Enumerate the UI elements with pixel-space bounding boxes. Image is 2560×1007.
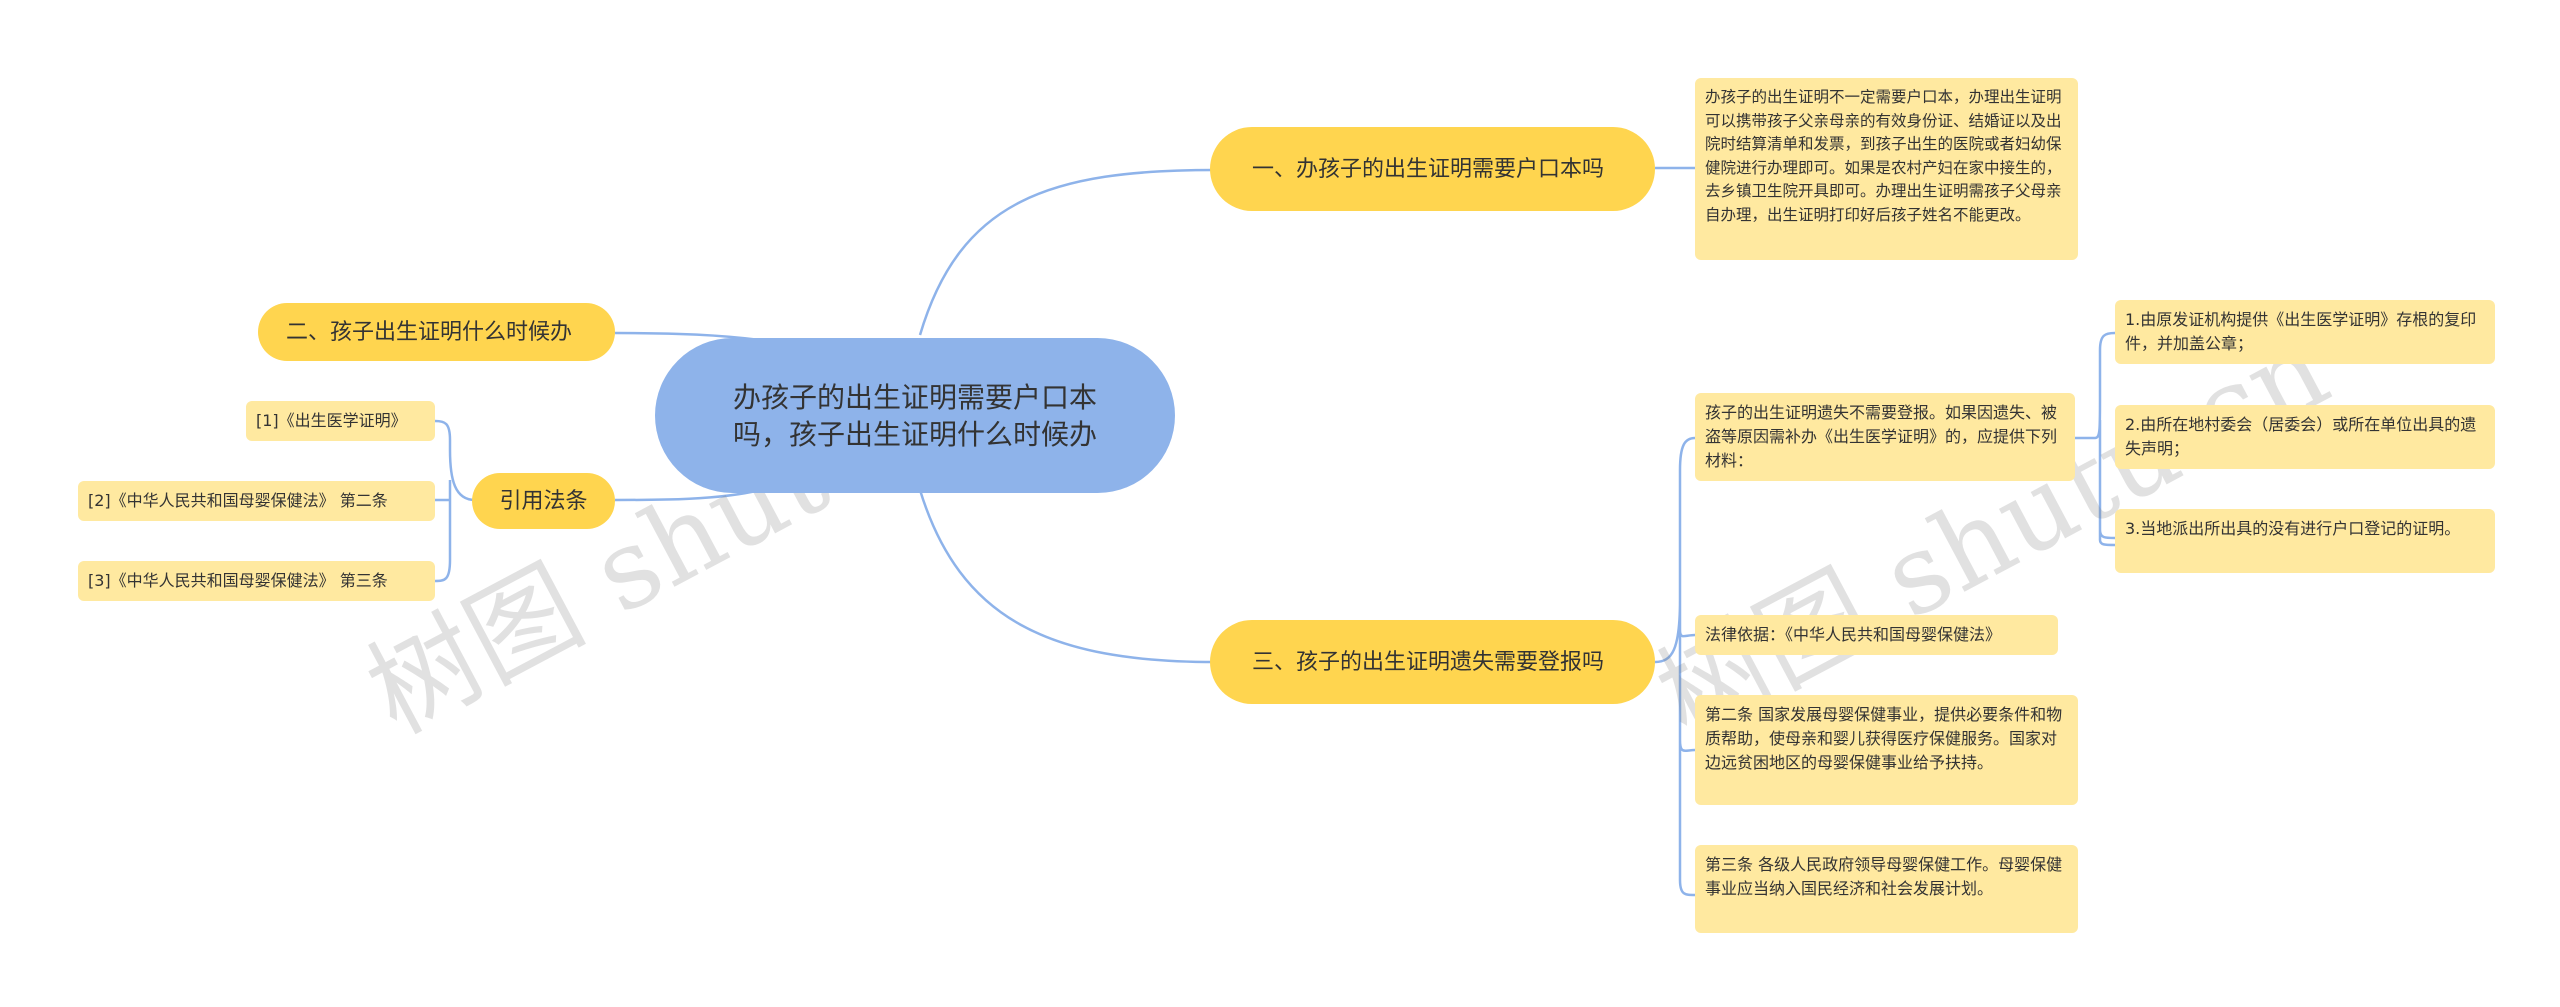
- connector-topic3-children: [1654, 436, 1696, 897]
- article-3-note[interactable]: 第三条 各级人民政府领导母婴保健工作。母婴保健事业应当纳入国民经济和社会发展计划…: [1695, 845, 2078, 933]
- lost-certificate-text: 孩子的出生证明遗失不需要登报。如果因遗失、被盗等原因需补办《出生医学证明》的，应…: [1705, 403, 2058, 470]
- citation-item-3[interactable]: [3]《中华人民共和国母婴保健法》 第三条: [78, 561, 435, 601]
- lost-item-3[interactable]: 3.当地派出所出具的没有进行户口登记的证明。: [2115, 509, 2495, 573]
- topic-citations[interactable]: 引用法条: [472, 473, 615, 529]
- topic3-label: 三、孩子的出生证明遗失需要登报吗: [1252, 649, 1605, 675]
- lost-item-3-text: 3.当地派出所出具的没有进行户口登记的证明。: [2125, 519, 2461, 538]
- citation-item-1-text: [1]《出生医学证明》: [256, 411, 407, 430]
- topic-when-to-apply[interactable]: 二、孩子出生证明什么时候办: [258, 303, 615, 361]
- article-2-note[interactable]: 第二条 国家发展母婴保健事业，提供必要条件和物质帮助，使母亲和婴儿获得医疗保健服…: [1695, 695, 2078, 805]
- lost-item-1-text: 1.由原发证机构提供《出生医学证明》存根的复印件，并加盖公章；: [2125, 310, 2477, 353]
- topic-lost-certificate[interactable]: 三、孩子的出生证明遗失需要登报吗: [1210, 620, 1655, 704]
- citation-item-1[interactable]: [1]《出生医学证明》: [246, 401, 435, 441]
- citation-item-3-text: [3]《中华人民共和国母婴保健法》 第三条: [88, 571, 388, 590]
- central-topic[interactable]: 办孩子的出生证明需要户口本吗，孩子出生证明什么时候办: [655, 338, 1175, 493]
- lost-item-2-text: 2.由所在地村委会（居委会）或所在单位出具的遗失声明；: [2125, 415, 2477, 458]
- topic1-label: 一、办孩子的出生证明需要户口本吗: [1252, 156, 1605, 182]
- topic2-label: 二、孩子出生证明什么时候办: [286, 319, 573, 345]
- article-3-text: 第三条 各级人民政府领导母婴保健工作。母婴保健事业应当纳入国民经济和社会发展计划…: [1705, 855, 2063, 898]
- citation-item-2[interactable]: [2]《中华人民共和国母婴保健法》 第二条: [78, 481, 435, 521]
- topic-birth-certificate-hukou[interactable]: 一、办孩子的出生证明需要户口本吗: [1210, 127, 1655, 211]
- topic1-detail-text: 办孩子的出生证明不一定需要户口本，办理出生证明可以携带孩子父亲母亲的有效身份证、…: [1705, 88, 2062, 224]
- citations-label: 引用法条: [499, 488, 588, 514]
- lost-certificate-note[interactable]: 孩子的出生证明遗失不需要登报。如果因遗失、被盗等原因需补办《出生医学证明》的，应…: [1695, 393, 2075, 481]
- lost-item-1[interactable]: 1.由原发证机构提供《出生医学证明》存根的复印件，并加盖公章；: [2115, 300, 2495, 364]
- connector-center-citations: [614, 488, 761, 502]
- law-basis-note[interactable]: 法律依据：《中华人民共和国母婴保健法》: [1695, 615, 2058, 655]
- law-basis-text: 法律依据：《中华人民共和国母婴保健法》: [1705, 625, 2002, 644]
- central-topic-label: 办孩子的出生证明需要户口本吗，孩子出生证明什么时候办: [732, 380, 1097, 451]
- connector-center-topic1: [918, 168, 1216, 336]
- topic1-detail-note[interactable]: 办孩子的出生证明不一定需要户口本，办理出生证明可以携带孩子父亲母亲的有效身份证、…: [1695, 78, 2078, 260]
- citation-item-2-text: [2]《中华人民共和国母婴保健法》 第二条: [88, 491, 388, 510]
- connector-citations-items: [434, 419, 476, 583]
- connector-center-topic3: [918, 489, 1216, 664]
- lost-item-2[interactable]: 2.由所在地村委会（居委会）或所在单位出具的遗失声明；: [2115, 405, 2495, 469]
- article-2-text: 第二条 国家发展母婴保健事业，提供必要条件和物质帮助，使母亲和婴儿获得医疗保健服…: [1705, 705, 2063, 772]
- connector-lost-items: [2075, 331, 2116, 547]
